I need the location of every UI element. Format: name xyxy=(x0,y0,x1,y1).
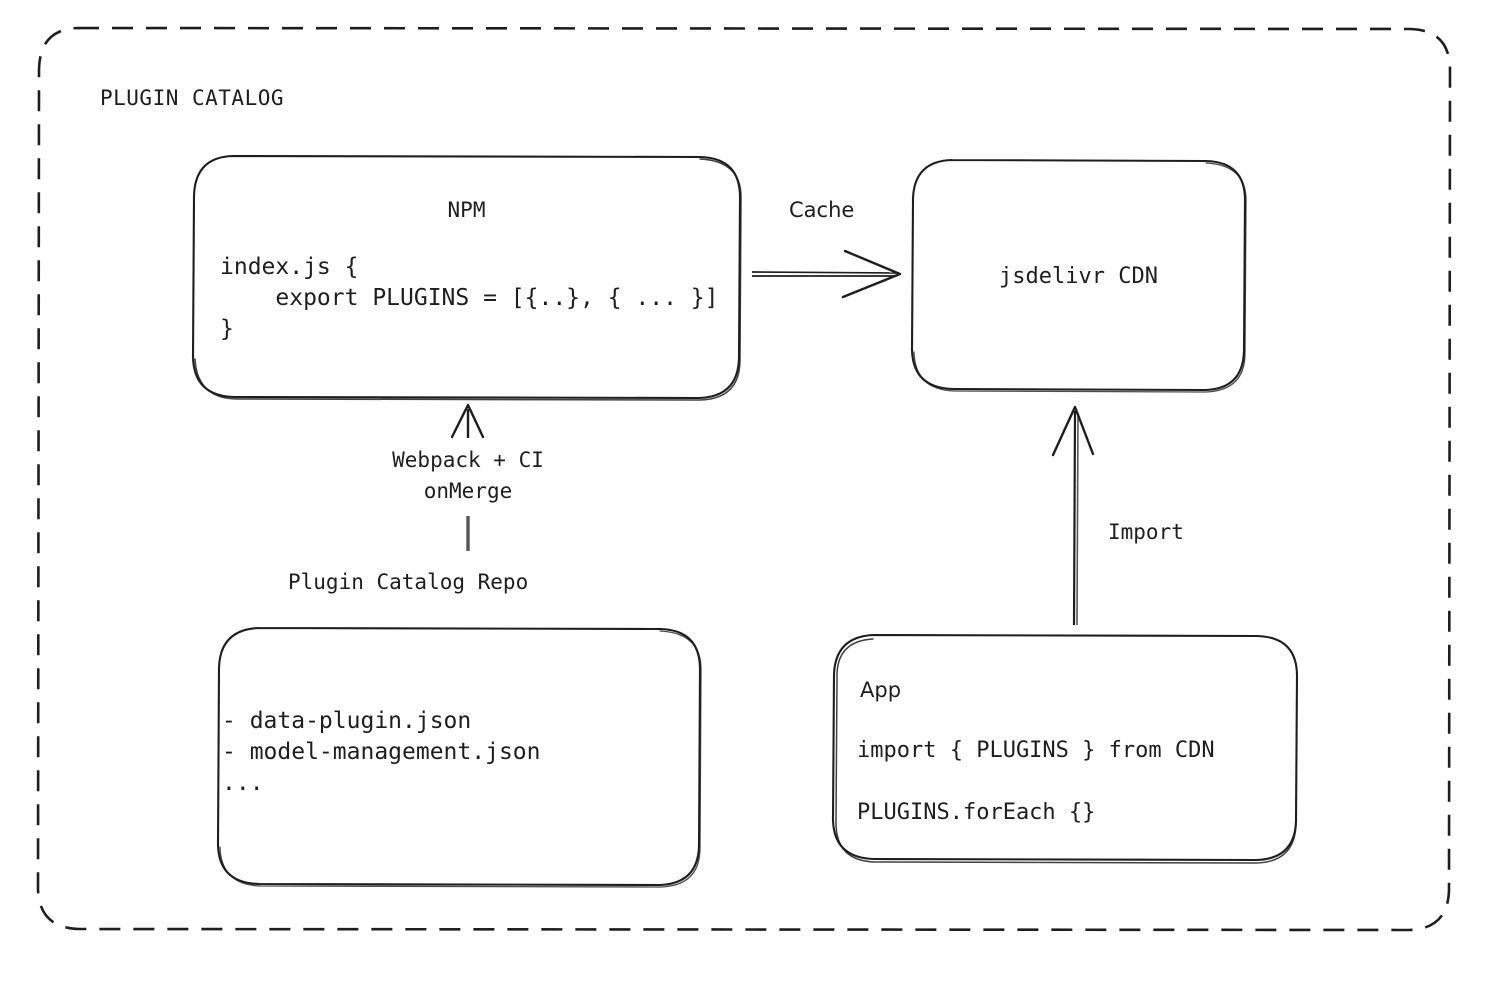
group-title-plugin-catalog: PLUGIN CATALOG xyxy=(100,86,285,110)
node-repo-title: Plugin Catalog Repo xyxy=(288,570,529,594)
node-cdn-title: jsdelivr CDN xyxy=(999,264,1158,289)
node-app-foreach-line: PLUGINS.forEach {} xyxy=(857,800,1096,825)
edge-label-build: Webpack + CI onMerge xyxy=(392,448,544,503)
node-repo-file-list: - data-plugin.json - model-management.js… xyxy=(222,708,541,796)
node-npm-code: index.js { export PLUGINS = [{..}, { ...… xyxy=(220,254,719,342)
node-app-title: App xyxy=(860,678,902,702)
edge-cache xyxy=(751,249,902,299)
edge-label-import: Import xyxy=(1108,520,1184,544)
node-npm-title: NPM xyxy=(447,198,486,222)
node-app-import-line: import { PLUGINS } from CDN xyxy=(857,738,1215,763)
edge-label-cache: Cache xyxy=(789,198,855,222)
edge-import xyxy=(1051,405,1095,626)
